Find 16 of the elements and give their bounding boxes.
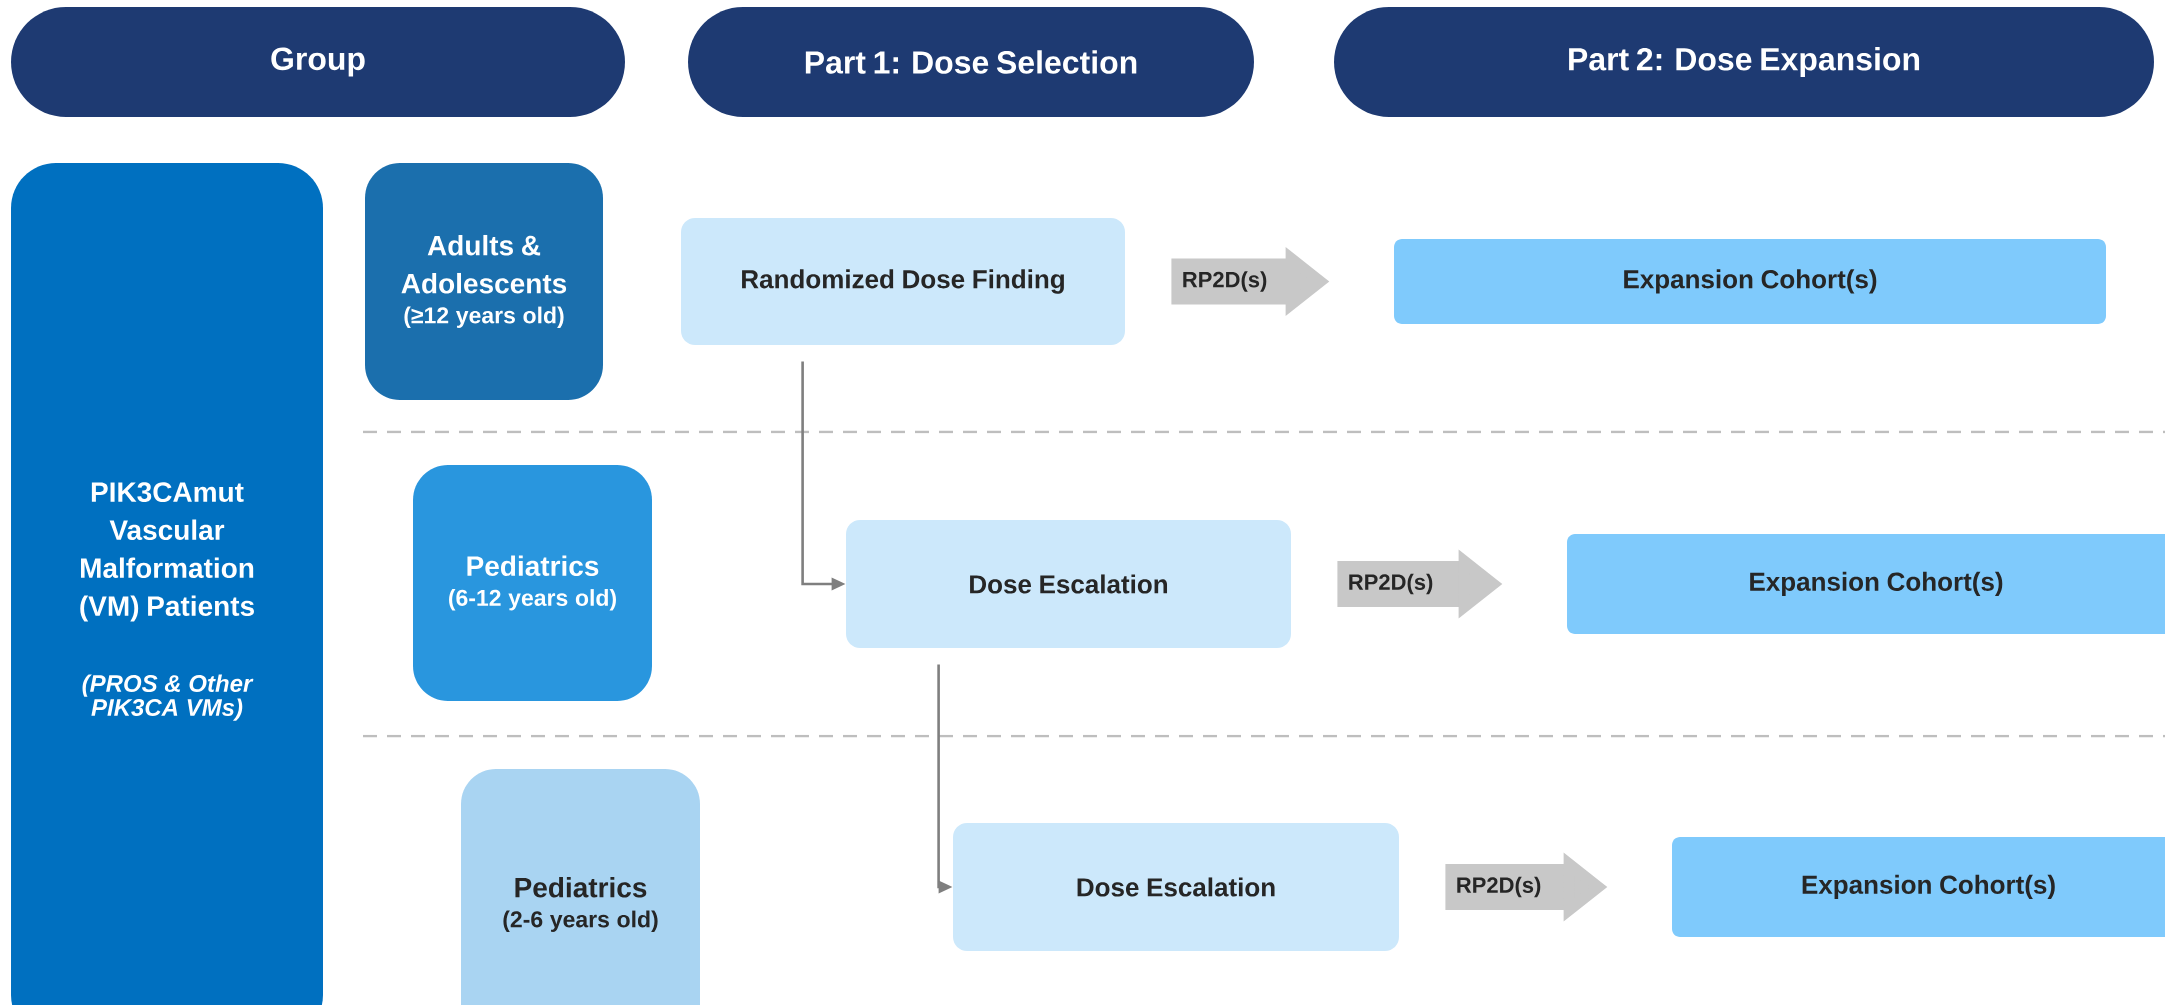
population-box: PIK3CAmut Vascular Malformation (VM) Patients (PROS & Other PIK3CA VMs) bbox=[11, 163, 323, 1005]
expansion-box: Expansion Cohort(s) bbox=[1394, 239, 2106, 324]
header-pill: Group bbox=[11, 7, 625, 117]
process-box: Dose Escalation bbox=[846, 520, 1291, 648]
header-pill: Part 2: Dose Expansion bbox=[1334, 7, 2154, 117]
expansion-box: Expansion Cohort(s) bbox=[1567, 534, 2165, 634]
edge-label: RP2D(s) bbox=[1457, 876, 1541, 898]
expansion-box: Expansion Cohort(s) bbox=[1672, 837, 2165, 937]
process-box: Dose Escalation bbox=[953, 823, 1399, 951]
edge-label: RP2D(s) bbox=[1349, 573, 1433, 595]
cohort-box: Pediatrics (6-12 years old) bbox=[413, 465, 652, 701]
process-box: Randomized Dose Finding bbox=[681, 218, 1125, 345]
cohort-box: Pediatrics (2-6 years old) bbox=[461, 769, 700, 1005]
header-pill: Part 1: Dose Selection bbox=[688, 7, 1254, 117]
cohort-box: Adults & Adolescents (≥12 years old) bbox=[365, 163, 603, 400]
edge-label: RP2D(s) bbox=[1183, 271, 1267, 292]
